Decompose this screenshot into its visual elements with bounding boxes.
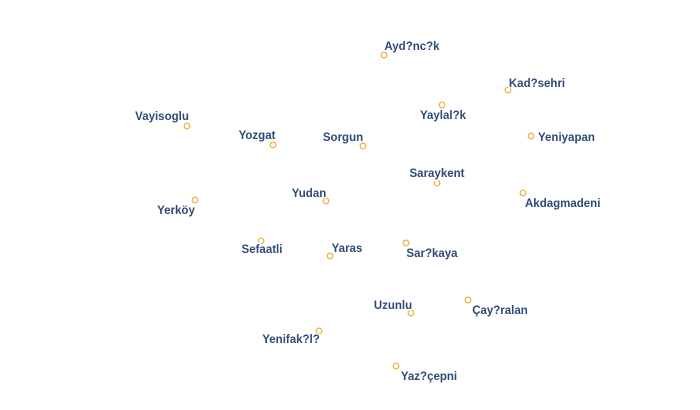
place-marker-akdagmadeni[interactable] — [519, 189, 527, 197]
place-label-yerk-y: Yerköy — [157, 205, 195, 217]
place-label-sar-kaya: Sar?kaya — [406, 248, 458, 260]
place-label-yenifak-l: Yenifak?l? — [262, 334, 320, 346]
place-label-kad-sehri: Kad?sehri — [509, 78, 565, 90]
place-marker-kad-sehri[interactable] — [504, 86, 512, 94]
place-marker-sar-kaya[interactable] — [402, 239, 410, 247]
place-marker-sorgun[interactable] — [359, 142, 367, 150]
place-label-sorgun: Sorgun — [323, 132, 363, 144]
place-marker-yerk-y[interactable] — [191, 196, 199, 204]
place-label-ayd-nc-k: Ayd?nc?k — [384, 41, 440, 53]
place-marker-vayisoglu[interactable] — [183, 122, 191, 130]
place-label-sefaatli: Sefaatli — [242, 244, 283, 256]
place-label-saraykent: Saraykent — [410, 168, 465, 180]
place-marker-uzunlu[interactable] — [407, 309, 415, 317]
place-label-yozgat: Yozgat — [239, 130, 276, 142]
place-label-yaz-epni: Yaz?çepni — [401, 371, 457, 383]
place-marker-yaras[interactable] — [326, 252, 334, 260]
place-marker-yeniyapan[interactable] — [527, 132, 535, 140]
place-marker-yenifak-l[interactable] — [315, 327, 323, 335]
place-marker-saraykent[interactable] — [433, 179, 441, 187]
place-marker-yaz-epni[interactable] — [392, 362, 400, 370]
place-label-yaras: Yaras — [332, 243, 363, 255]
place-label-vayisoglu: Vayisoglu — [135, 111, 189, 123]
place-marker-ay-ralan[interactable] — [464, 296, 472, 304]
place-label-akdagmadeni: Akdagmadeni — [525, 198, 600, 210]
place-label-yaylal-k: Yaylal?k — [420, 110, 467, 122]
place-marker-yozgat[interactable] — [269, 141, 277, 149]
place-marker-yudan[interactable] — [322, 197, 330, 205]
place-label-yeniyapan: Yeniyapan — [538, 132, 595, 144]
place-label-ay-ralan: Çay?ralan — [472, 305, 528, 317]
place-marker-ayd-nc-k[interactable] — [380, 51, 388, 59]
place-marker-sefaatli[interactable] — [257, 237, 265, 245]
place-marker-yaylal-k[interactable] — [438, 101, 446, 109]
place-label-yudan: Yudan — [292, 188, 327, 200]
place-label-uzunlu: Uzunlu — [374, 300, 412, 312]
